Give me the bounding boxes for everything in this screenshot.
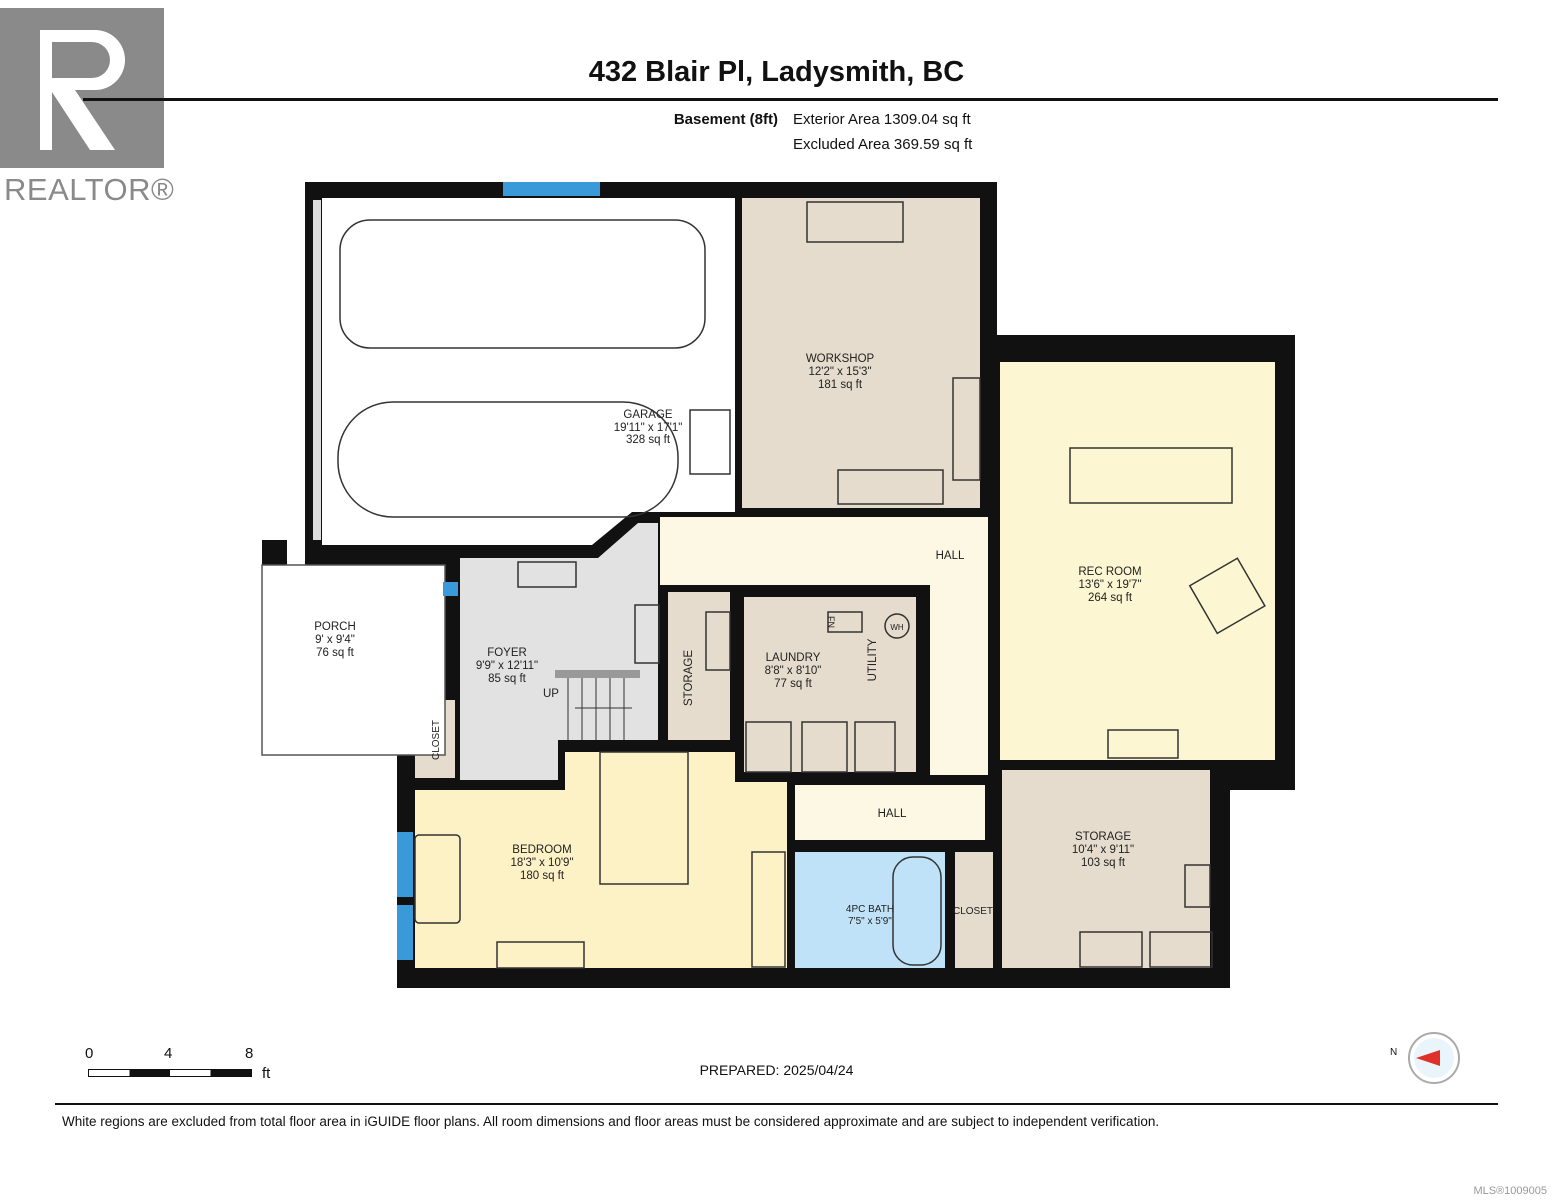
hall2-floor [795,785,985,840]
storage-floor [1002,770,1210,968]
foyer-floor [460,523,658,780]
hall-label: HALL [936,550,965,562]
garage-door [313,200,321,540]
compass-north-label: N [1390,1047,1398,1058]
svg-text:85 sq ft: 85 sq ft [488,673,527,685]
svg-text:GARAGE: GARAGE [623,409,673,421]
page-title: 432 Blair Pl, Ladysmith, BC [588,56,965,88]
svg-text:9'9" x 12'11": 9'9" x 12'11" [476,660,538,672]
svg-text:19'11" x 17'1": 19'11" x 17'1" [614,422,683,434]
closet2-floor [955,852,993,968]
stairs [555,670,640,740]
room-label-garage: GARAGE 19'11" x 17'1" 328 sq ft [614,409,683,446]
svg-text:328 sq ft: 328 sq ft [626,434,671,446]
svg-text:WORKSHOP: WORKSHOP [806,353,875,365]
svg-text:9' x 9'4": 9' x 9'4" [315,634,355,646]
storage-small-label: STORAGE [683,650,695,706]
svg-text:FOYER: FOYER [487,647,527,659]
water-heater-label: WH [890,623,904,632]
truck-icon [339,219,706,349]
room-label-bedroom: BEDROOM 18'3" x 10'9" 180 sq ft [510,844,573,882]
svg-text:13'6" x 19'7": 13'6" x 19'7" [1078,579,1141,591]
scale-bar: 0 4 8 ft [85,1045,285,1085]
excluded-area: Excluded Area 369.59 sq ft [793,136,973,153]
porch-floor [261,564,446,756]
compass-icon [1408,1032,1460,1084]
window [503,182,600,196]
svg-text:PORCH: PORCH [314,621,356,633]
closet2-label: CLOSET [953,906,993,917]
svg-text:7'5" x 5'9": 7'5" x 5'9" [848,916,892,927]
mls-number: MLS®1009005 [1473,1185,1547,1197]
scale-tick: 4 [164,1045,173,1062]
storage-small-floor [668,592,730,740]
exterior-area: Exterior Area 1309.04 sq ft [793,111,971,128]
bedroom-floor [415,752,787,968]
prepared-date: PREPARED: 2025/04/24 [699,1062,854,1078]
footer-divider [55,1103,1498,1105]
room-label-laundry: LAUNDRY 8'8" x 8'10" 77 sq ft [765,652,822,690]
rec-room-floor [1000,362,1275,760]
window [397,832,413,897]
car-icon [337,401,679,518]
svg-text:12'2" x 15'3": 12'2" x 15'3" [808,366,871,378]
svg-text:264 sq ft: 264 sq ft [1088,592,1133,604]
room-label-bath: 4PC BATH 7'5" x 5'9" [846,904,894,927]
compass: N [1390,1030,1465,1085]
svg-text:18'3" x 10'9": 18'3" x 10'9" [510,857,573,869]
floor-plan: GARAGE 19'11" x 17'1" 328 sq ft WORKSHOP… [261,182,1295,988]
room-label-foyer: FOYER 9'9" x 12'11" 85 sq ft [476,647,538,685]
floor-name: Basement (8ft) [673,111,778,128]
sofa-icon [1069,447,1233,504]
svg-text:103 sq ft: 103 sq ft [1081,857,1126,869]
svg-text:180 sq ft: 180 sq ft [520,870,565,882]
window [397,905,413,960]
svg-text:76 sq ft: 76 sq ft [316,647,355,659]
hall-floor [660,517,988,775]
svg-text:BEDROOM: BEDROOM [512,844,571,856]
svg-text:10'4" x 9'11": 10'4" x 9'11" [1072,844,1134,856]
scale-tick: 0 [85,1045,94,1062]
disclaimer: White regions are excluded from total fl… [62,1114,1160,1129]
room-label-storage: STORAGE 10'4" x 9'11" 103 sq ft [1072,831,1134,869]
hall2-label: HALL [878,808,907,820]
laundry-floor [744,597,916,772]
bath-floor [795,852,945,968]
room-label-workshop: WORKSHOP 12'2" x 15'3" 181 sq ft [806,353,875,391]
svg-text:181 sq ft: 181 sq ft [818,379,863,391]
svg-text:REC ROOM: REC ROOM [1078,566,1141,578]
room-label-rec-room: REC ROOM 13'6" x 19'7" 264 sq ft [1078,566,1141,604]
scale-tick: 8 [245,1045,254,1062]
workshop-floor [742,198,980,508]
svg-text:8'8" x 8'10": 8'8" x 8'10" [765,665,822,677]
svg-text:STORAGE: STORAGE [1075,831,1131,843]
closet-label: CLOSET [431,720,442,760]
room-label-porch: PORCH 9' x 9'4" 76 sq ft [314,621,356,659]
scale-unit: ft [262,1065,271,1082]
up-label: UP [543,688,559,700]
svg-text:4PC BATH: 4PC BATH [846,904,894,915]
window [443,582,458,596]
header-divider [83,98,1498,101]
realtor-logo-text: REALTOR® [4,172,175,207]
svg-text:77 sq ft: 77 sq ft [774,678,813,690]
furniture [337,201,1266,969]
utility-label: UTILITY [867,638,879,681]
garage-floor [322,198,735,545]
svg-text:LAUNDRY: LAUNDRY [766,652,821,664]
furnace-label: FN [826,616,836,628]
